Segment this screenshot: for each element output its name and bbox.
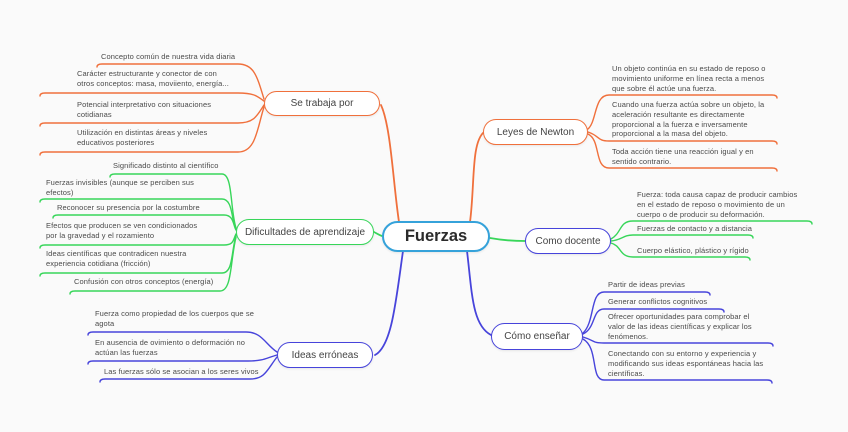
leaf-connector xyxy=(52,214,237,231)
leaf-topic[interactable]: Fuerzas de contacto y a distancia xyxy=(637,224,753,233)
leaf-topic[interactable]: Ideas científicas que contradicen nuestr… xyxy=(46,249,187,268)
leaf-topic[interactable]: Cuerpo elástico, plástico y rígido xyxy=(637,246,749,255)
node-center-fuerzas[interactable]: Fuerzas xyxy=(382,221,490,252)
node-se-trabaja-por[interactable]: Se trabaja por xyxy=(264,91,380,116)
leaf-topic[interactable]: Conectando con su entorno y experiencia … xyxy=(608,349,764,378)
leaf-connector xyxy=(39,233,237,249)
node-label: Cómo enseñar xyxy=(504,331,570,342)
leaf-topic[interactable]: Fuerzas invisibles (aunque se perciben s… xyxy=(46,178,195,197)
leaf-topic[interactable]: Concepto común de nuestra vida diaria xyxy=(101,52,236,61)
leaf-topic[interactable]: Las fuerzas sólo se asocian a los seres … xyxy=(104,367,259,376)
node-label: Leyes de Newton xyxy=(496,126,575,138)
leaf-topic[interactable]: Reconocer su presencia por la costumbre xyxy=(57,203,200,212)
leaf-topic[interactable]: Partir de ideas previas xyxy=(608,280,685,289)
leaf-topic[interactable]: Un objeto continúa en su estado de repos… xyxy=(612,64,766,93)
leaf-connector xyxy=(109,173,237,229)
leaf-topic[interactable]: Carácter estructurante y conector de con… xyxy=(77,69,229,88)
leaf-connector xyxy=(87,331,278,353)
leaf-connector xyxy=(582,338,773,384)
branch-connector-leyes xyxy=(469,131,485,223)
leaf-connector xyxy=(587,133,778,172)
branch-connector-ideas xyxy=(374,250,404,356)
node-label: Como docente xyxy=(535,235,601,247)
branch-connector-docente xyxy=(489,237,526,242)
leaf-topic[interactable]: Cuando una fuerza actúa sobre un objeto,… xyxy=(612,100,765,139)
node-label: Dificultades de aprendizaje xyxy=(244,226,366,238)
leaf-topic[interactable]: En ausencia de ovimiento o deformación n… xyxy=(95,338,246,357)
leaf-topic[interactable]: Generar conflictos cognitivos xyxy=(608,297,708,306)
branch-connector-se-trabaja xyxy=(380,104,400,223)
leaf-connector xyxy=(610,242,751,261)
leaf-connector xyxy=(39,104,265,127)
node-leyes-de-newton[interactable]: Leyes de Newton xyxy=(483,119,588,145)
node-label: Se trabaja por xyxy=(290,98,354,109)
leaf-topic[interactable]: Toda acción tiene una reacción igual y e… xyxy=(612,147,754,166)
leaf-connector xyxy=(39,92,265,102)
leaf-connector xyxy=(587,94,778,130)
leaf-connector xyxy=(39,198,237,230)
leaf-topic[interactable]: Significado distinto al científico xyxy=(113,161,219,170)
leaf-connector xyxy=(582,308,725,335)
leaf-topic[interactable]: Utilización en distintas áreas y niveles… xyxy=(77,128,208,147)
leaf-topic[interactable]: Confusión con otros conceptos (energía) xyxy=(74,277,214,286)
leaf-connector xyxy=(87,354,278,365)
leaf-topic[interactable]: Fuerza como propiedad de los cuerpos que… xyxy=(95,309,254,328)
node-como-ensenar[interactable]: Cómo enseñar xyxy=(491,323,583,350)
node-como-docente[interactable]: Como docente xyxy=(525,228,611,254)
leaf-topic[interactable]: Efectos que producen se ven condicionado… xyxy=(46,221,198,240)
leaf-connector xyxy=(582,336,774,347)
leaf-connector xyxy=(69,236,237,295)
branch-connector-ensenar xyxy=(466,250,492,336)
leaf-topic[interactable]: Ofrecer oportunidades para comprobar el … xyxy=(608,312,752,341)
leaf-connector xyxy=(582,291,711,334)
center-node-label: Fuerzas xyxy=(404,227,468,245)
leaf-connector xyxy=(96,63,265,100)
branch-connector-dificultades xyxy=(373,231,383,237)
node-label: Ideas erróneas xyxy=(291,349,359,361)
node-ideas-erroneas[interactable]: Ideas erróneas xyxy=(277,342,373,368)
leaf-connector xyxy=(587,131,778,145)
leaf-topic[interactable]: Potencial interpretativo con situaciones… xyxy=(77,100,212,119)
leaf-connector xyxy=(610,220,813,240)
leaf-connector xyxy=(39,106,265,156)
leaf-connector xyxy=(610,234,754,242)
leaf-connector xyxy=(99,356,278,383)
leaf-topic[interactable]: Fuerza: toda causa capaz de producir cam… xyxy=(637,190,798,219)
node-dificultades-de-aprendizaje[interactable]: Dificultades de aprendizaje xyxy=(236,219,374,245)
